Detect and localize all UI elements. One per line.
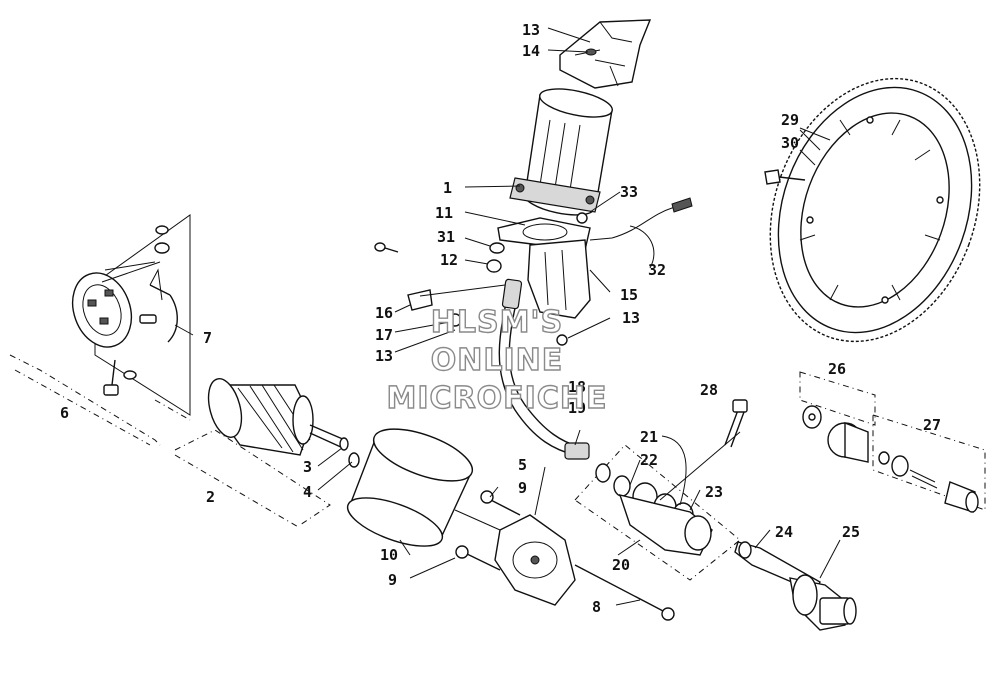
callout-17: 17: [375, 326, 393, 344]
callout-33: 33: [620, 183, 638, 201]
callout-labels: 13 14 1 11 31 12 16 17 13 33 32 15 13 18…: [60, 21, 941, 616]
callout-6: 6: [60, 404, 69, 422]
watermark-line-2: ONLINE: [431, 343, 564, 378]
callout-31: 31: [437, 228, 455, 246]
mounting-bracket: [559, 19, 652, 89]
pinion-clutch: [789, 574, 857, 631]
callout-12: 12: [440, 251, 458, 269]
leader-lines: [174, 27, 841, 606]
callout-23: 23: [705, 483, 723, 501]
callout-18: 18: [568, 378, 586, 396]
brush-plate-assembly: [71, 214, 191, 416]
callout-9-bottom: 9: [388, 571, 397, 589]
callout-13-top: 13: [522, 21, 540, 39]
gear-housing: [574, 444, 741, 581]
callout-22: 22: [640, 451, 658, 469]
motor-yoke: [346, 428, 474, 547]
armature: [207, 378, 360, 468]
watermark-line-3: MICROFICHE: [387, 381, 608, 416]
solenoid-hose: [498, 278, 590, 460]
callout-13-right: 13: [622, 309, 640, 327]
watermark: HLSM'S ONLINE MICROFICHE: [386, 304, 608, 416]
callout-2: 2: [206, 488, 215, 506]
callout-14: 14: [522, 42, 540, 60]
callout-25: 25: [842, 523, 860, 541]
callout-1: 1: [443, 179, 452, 197]
callout-29: 29: [781, 111, 799, 129]
callout-16: 16: [375, 304, 393, 322]
callout-26: 26: [828, 360, 846, 378]
callout-9-top: 9: [518, 479, 527, 497]
callout-19: 19: [568, 399, 586, 417]
starter-motor-body: [509, 88, 613, 216]
group-brackets: [9, 354, 331, 529]
callout-28: 28: [700, 381, 718, 399]
small-hardware: [374, 197, 693, 346]
callout-20: 20: [612, 556, 630, 574]
callout-8: 8: [592, 598, 601, 616]
drive-housing: [497, 217, 591, 319]
callout-4: 4: [303, 483, 312, 501]
callout-13-left: 13: [375, 347, 393, 365]
bolt-28: [659, 399, 748, 501]
callout-3: 3: [303, 458, 312, 476]
callout-5: 5: [518, 456, 527, 474]
end-cover: [454, 490, 675, 621]
callout-11: 11: [435, 204, 453, 222]
callout-15: 15: [620, 286, 638, 304]
callout-30: 30: [781, 134, 799, 152]
callout-21: 21: [640, 428, 658, 446]
ring-gear: [764, 77, 981, 343]
watermark-line-1: HLSM'S: [431, 305, 563, 340]
callout-27: 27: [923, 416, 941, 434]
callout-32: 32: [648, 261, 666, 279]
callout-24: 24: [775, 523, 793, 541]
bendix-group: [799, 371, 986, 513]
callout-7: 7: [203, 329, 212, 347]
callout-10: 10: [380, 546, 398, 564]
